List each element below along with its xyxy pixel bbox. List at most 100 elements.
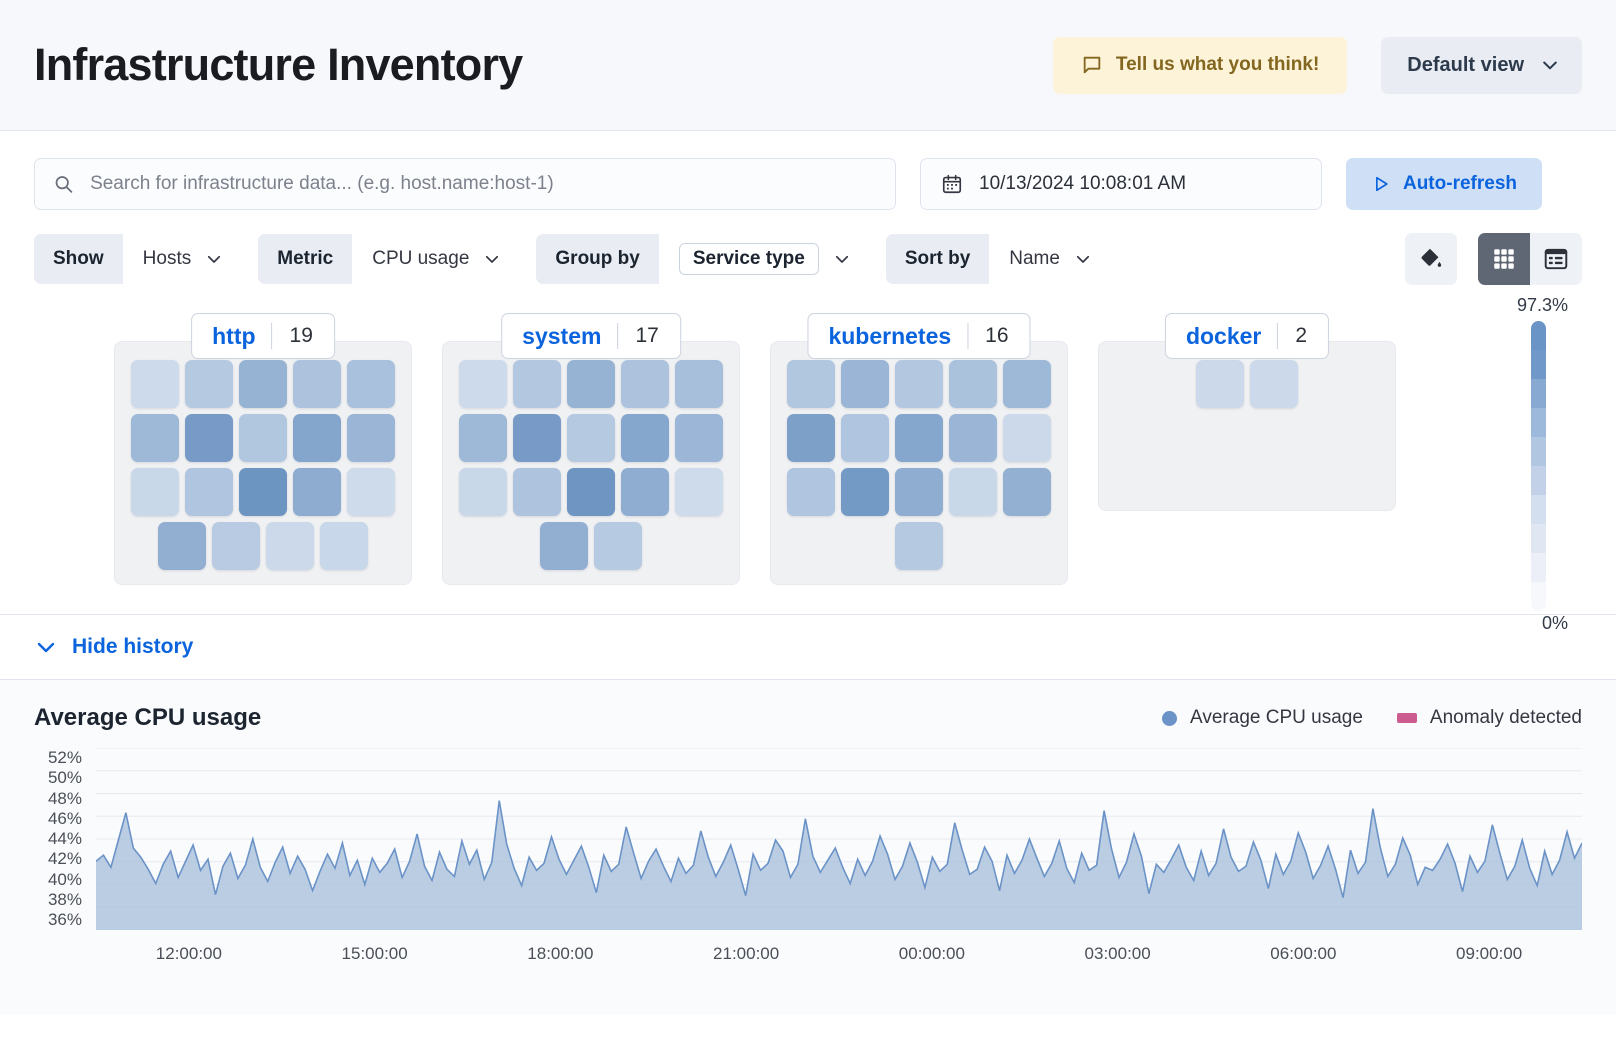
- color-palette-button[interactable]: [1405, 233, 1457, 285]
- host-cell[interactable]: [513, 360, 561, 408]
- host-cell[interactable]: [293, 468, 341, 516]
- host-cell[interactable]: [293, 360, 341, 408]
- grid-view-button[interactable]: [1478, 233, 1530, 285]
- filter-group-by: Group by Service type: [536, 234, 869, 284]
- host-cell[interactable]: [675, 468, 723, 516]
- host-cell[interactable]: [347, 468, 395, 516]
- host-cell[interactable]: [841, 360, 889, 408]
- host-cell[interactable]: [239, 468, 287, 516]
- host-cell[interactable]: [621, 360, 669, 408]
- auto-refresh-button[interactable]: Auto-refresh: [1346, 158, 1542, 210]
- comment-icon: [1083, 56, 1101, 74]
- feedback-button[interactable]: Tell us what you think!: [1052, 36, 1348, 94]
- host-cell[interactable]: [1250, 360, 1298, 408]
- host-cell[interactable]: [594, 522, 642, 570]
- page-header: Infrastructure Inventory Tell us what yo…: [0, 0, 1616, 131]
- host-cell[interactable]: [949, 414, 997, 462]
- host-cell[interactable]: [675, 360, 723, 408]
- host-cell[interactable]: [459, 468, 507, 516]
- legend-item-average-cpu[interactable]: Average CPU usage: [1162, 707, 1363, 729]
- host-cell[interactable]: [239, 414, 287, 462]
- filter-sort-by-value[interactable]: Name: [989, 234, 1110, 284]
- group-badge-system[interactable]: system 17: [501, 313, 681, 359]
- host-cell[interactable]: [347, 360, 395, 408]
- host-cell[interactable]: [895, 468, 943, 516]
- host-cell[interactable]: [1003, 468, 1051, 516]
- chart-y-axis: 52%50%48%46%44%42%40%38%36%: [34, 748, 82, 930]
- legend-stop: [1530, 437, 1546, 466]
- host-cell[interactable]: [895, 522, 943, 570]
- filter-show-value[interactable]: Hosts: [122, 234, 242, 284]
- host-cell[interactable]: [1003, 360, 1051, 408]
- host-cell[interactable]: [787, 360, 835, 408]
- history-chart-panel: Average CPU usage Average CPU usage Anom…: [0, 680, 1616, 1015]
- host-cell[interactable]: [185, 468, 233, 516]
- host-cell[interactable]: [158, 522, 206, 570]
- group-name: system: [522, 322, 602, 349]
- filter-metric-value[interactable]: CPU usage: [352, 234, 520, 284]
- host-cell[interactable]: [513, 468, 561, 516]
- host-cell[interactable]: [621, 414, 669, 462]
- host-cell[interactable]: [1196, 360, 1244, 408]
- chart-plot-area[interactable]: [95, 747, 1583, 931]
- host-cell[interactable]: [239, 360, 287, 408]
- host-cell[interactable]: [459, 414, 507, 462]
- host-cell[interactable]: [459, 360, 507, 408]
- group-cells: [455, 360, 727, 570]
- host-cell[interactable]: [293, 414, 341, 462]
- host-cell[interactable]: [131, 360, 179, 408]
- legend-stop: [1530, 408, 1546, 437]
- group-badge-divider: [617, 323, 619, 349]
- host-cell[interactable]: [567, 468, 615, 516]
- chevron-down-icon: [486, 255, 499, 263]
- host-cell[interactable]: [787, 468, 835, 516]
- search-input[interactable]: [88, 172, 877, 196]
- legend-stop: [1530, 524, 1546, 553]
- host-cell[interactable]: [185, 414, 233, 462]
- host-cell[interactable]: [320, 522, 368, 570]
- hide-history-toggle[interactable]: Hide history: [0, 615, 1616, 680]
- host-cell[interactable]: [347, 414, 395, 462]
- date-picker[interactable]: 10/13/2024 10:08:01 AM: [920, 158, 1322, 210]
- table-view-button[interactable]: [1530, 233, 1582, 285]
- host-cell[interactable]: [841, 468, 889, 516]
- host-cell[interactable]: [131, 414, 179, 462]
- host-cell[interactable]: [949, 468, 997, 516]
- group-count: 17: [635, 324, 659, 347]
- host-cell[interactable]: [841, 414, 889, 462]
- host-cell[interactable]: [895, 360, 943, 408]
- filter-group-by-value[interactable]: Service type: [658, 234, 869, 284]
- group-body: [114, 341, 412, 585]
- host-cell[interactable]: [540, 522, 588, 570]
- view-selector-button[interactable]: Default view: [1381, 36, 1582, 94]
- host-cell[interactable]: [895, 414, 943, 462]
- host-cell[interactable]: [185, 360, 233, 408]
- legend-stop: [1530, 553, 1546, 582]
- host-cell[interactable]: [621, 468, 669, 516]
- feedback-label: Tell us what you think!: [1115, 54, 1320, 75]
- search-box[interactable]: [34, 158, 896, 210]
- host-cell[interactable]: [567, 360, 615, 408]
- host-cell[interactable]: [131, 468, 179, 516]
- host-cell[interactable]: [675, 414, 723, 462]
- host-cell[interactable]: [266, 522, 314, 570]
- host-cell[interactable]: [567, 414, 615, 462]
- group-body: [1098, 341, 1396, 511]
- host-cell[interactable]: [949, 360, 997, 408]
- chart-legend: Average CPU usage Anomaly detected: [1162, 707, 1582, 729]
- host-cell[interactable]: [513, 414, 561, 462]
- host-cell[interactable]: [1003, 414, 1051, 462]
- chart-title: Average CPU usage: [34, 704, 262, 731]
- host-cell[interactable]: [212, 522, 260, 570]
- host-cell[interactable]: [787, 414, 835, 462]
- legend-stop: [1530, 379, 1546, 408]
- legend-marker-square-icon: [1396, 713, 1417, 723]
- y-tick-label: 44%: [47, 829, 82, 848]
- legend-item-anomaly[interactable]: Anomaly detected: [1396, 707, 1582, 729]
